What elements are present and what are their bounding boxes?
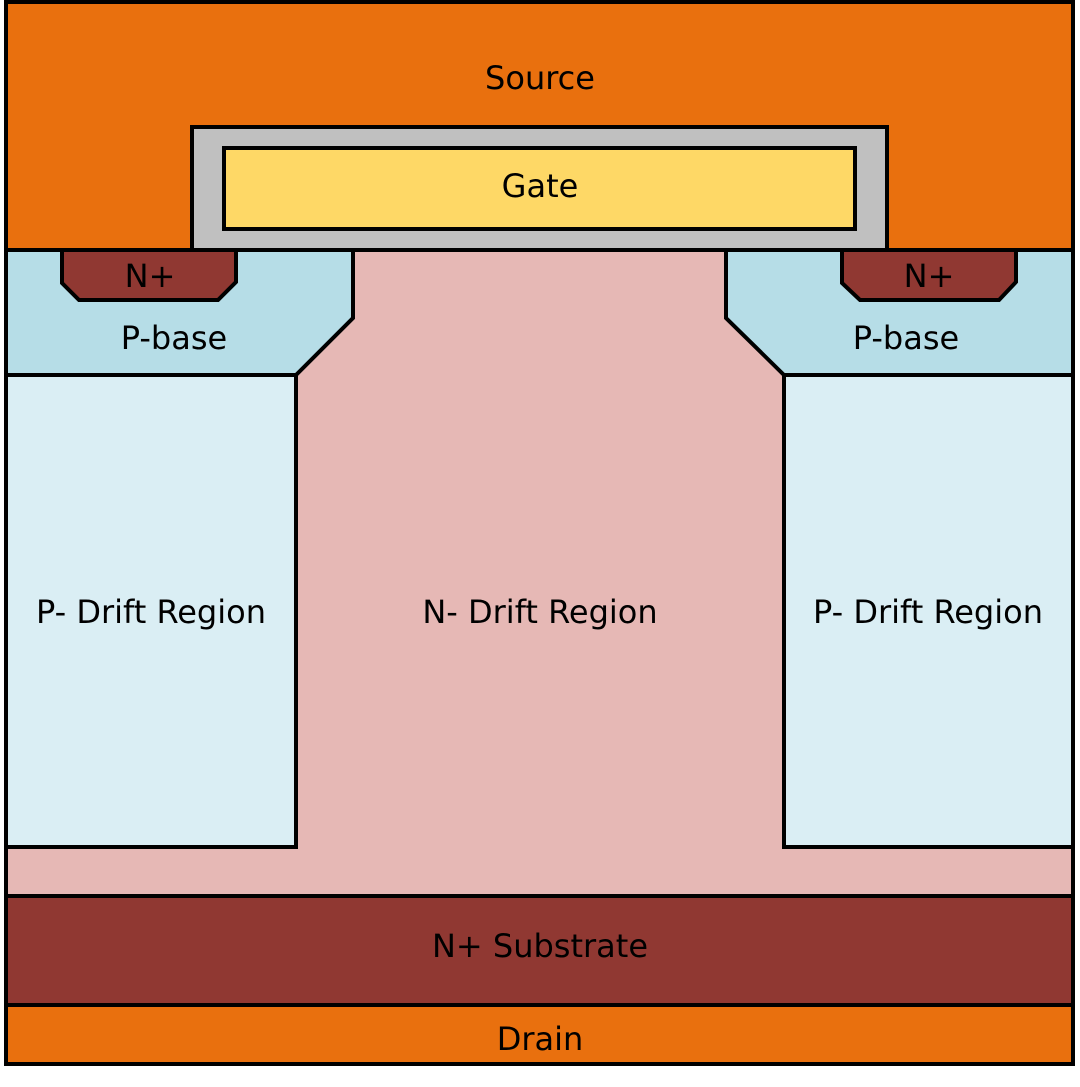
drain-label: Drain bbox=[497, 1020, 584, 1058]
p-drift-right-label: P- Drift Region bbox=[813, 593, 1043, 631]
n-plus-left bbox=[60, 248, 238, 302]
substrate-label: N+ Substrate bbox=[432, 927, 648, 965]
n-plus-right-label: N+ bbox=[904, 257, 955, 295]
gate-electrode bbox=[222, 146, 857, 231]
p-base-right-label: P-base bbox=[853, 319, 959, 357]
p-base-left-label: P-base bbox=[121, 319, 227, 357]
drain-region bbox=[4, 1003, 1075, 1066]
source-label: Source bbox=[485, 59, 595, 97]
n-plus-left-label: N+ bbox=[125, 257, 176, 295]
gate-label: Gate bbox=[502, 167, 579, 205]
p-drift-left-label: P- Drift Region bbox=[36, 593, 266, 631]
p-drift-left bbox=[4, 373, 298, 849]
p-drift-right bbox=[782, 373, 1075, 849]
n-plus-right bbox=[840, 248, 1018, 302]
n-drift-label: N- Drift Region bbox=[422, 593, 657, 631]
